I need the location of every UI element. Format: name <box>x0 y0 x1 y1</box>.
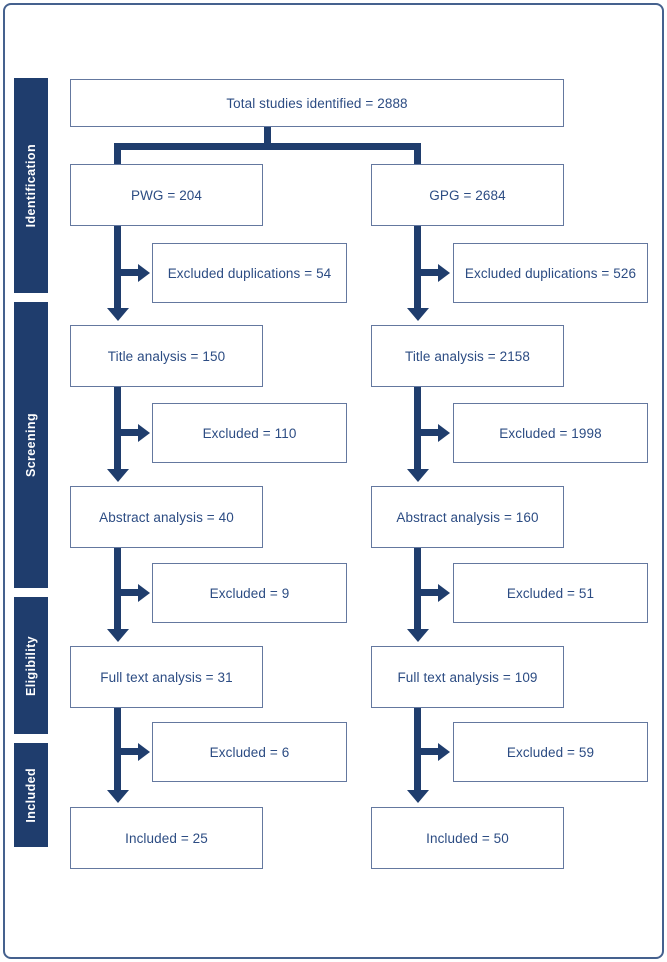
flow-line-vertical <box>414 387 421 469</box>
pwg-title-analysis-box: Title analysis = 150 <box>70 325 263 387</box>
pwg-full-text-analysis-box: Full text analysis = 31 <box>70 646 263 708</box>
stage-label: Eligibility <box>24 635 38 696</box>
stage-screening: Screening <box>14 302 48 588</box>
arrow-down-icon <box>407 629 429 642</box>
pwg-abstract-analysis-box: Abstract analysis = 40 <box>70 486 263 548</box>
connector-total-stub <box>264 127 271 150</box>
stage-label: Identification <box>24 143 38 228</box>
flow-line-vertical <box>414 548 421 629</box>
connector-split-bar <box>114 143 421 150</box>
gpg-excluded-fulltext-box: Excluded = 59 <box>453 722 648 782</box>
arrow-right-icon <box>438 424 450 442</box>
arrow-down-icon <box>107 629 129 642</box>
flow-line-vertical <box>414 226 421 308</box>
gpg-source-box: GPG = 2684 <box>371 164 564 226</box>
arrow-down-icon <box>107 469 129 482</box>
flow-line-branch <box>114 589 138 596</box>
arrow-down-icon <box>107 308 129 321</box>
gpg-excluded-duplications-box: Excluded duplications = 526 <box>453 243 648 303</box>
arrow-right-icon <box>138 584 150 602</box>
flow-line-branch <box>414 748 438 755</box>
gpg-title-analysis-box: Title analysis = 2158 <box>371 325 564 387</box>
arrow-right-icon <box>438 264 450 282</box>
total-studies-box: Total studies identified = 2888 <box>70 79 564 127</box>
arrow-down-icon <box>407 308 429 321</box>
flow-line-branch <box>114 269 138 276</box>
gpg-included-box: Included = 50 <box>371 807 564 869</box>
flow-line-branch <box>414 269 438 276</box>
gpg-full-text-analysis-box: Full text analysis = 109 <box>371 646 564 708</box>
pwg-excluded-fulltext-box: Excluded = 6 <box>152 722 347 782</box>
arrow-down-icon <box>407 790 429 803</box>
flow-line-vertical <box>114 226 121 308</box>
arrow-down-icon <box>407 469 429 482</box>
pwg-included-box: Included = 25 <box>70 807 263 869</box>
flow-line-vertical <box>114 548 121 629</box>
stage-identification: Identification <box>14 78 48 293</box>
gpg-abstract-analysis-box: Abstract analysis = 160 <box>371 486 564 548</box>
stage-label: Included <box>24 767 38 823</box>
gpg-excluded-abstract-box: Excluded = 51 <box>453 563 648 623</box>
flow-line-branch <box>114 748 138 755</box>
connector-drop-right <box>414 143 421 164</box>
arrow-right-icon <box>138 743 150 761</box>
flow-line-branch <box>414 429 438 436</box>
arrow-right-icon <box>138 424 150 442</box>
flow-line-vertical <box>114 387 121 469</box>
gpg-excluded-title-box: Excluded = 1998 <box>453 403 648 463</box>
stage-eligibility: Eligibility <box>14 597 48 734</box>
pwg-excluded-abstract-box: Excluded = 9 <box>152 563 347 623</box>
flow-line-branch <box>414 589 438 596</box>
arrow-right-icon <box>438 584 450 602</box>
flow-line-branch <box>114 429 138 436</box>
pwg-excluded-duplications-box: Excluded duplications = 54 <box>152 243 347 303</box>
pwg-excluded-title-box: Excluded = 110 <box>152 403 347 463</box>
stage-label: Screening <box>24 412 38 478</box>
pwg-source-box: PWG = 204 <box>70 164 263 226</box>
arrow-down-icon <box>107 790 129 803</box>
connector-drop-left <box>114 143 121 164</box>
arrow-right-icon <box>438 743 450 761</box>
arrow-right-icon <box>138 264 150 282</box>
stage-included: Included <box>14 743 48 847</box>
